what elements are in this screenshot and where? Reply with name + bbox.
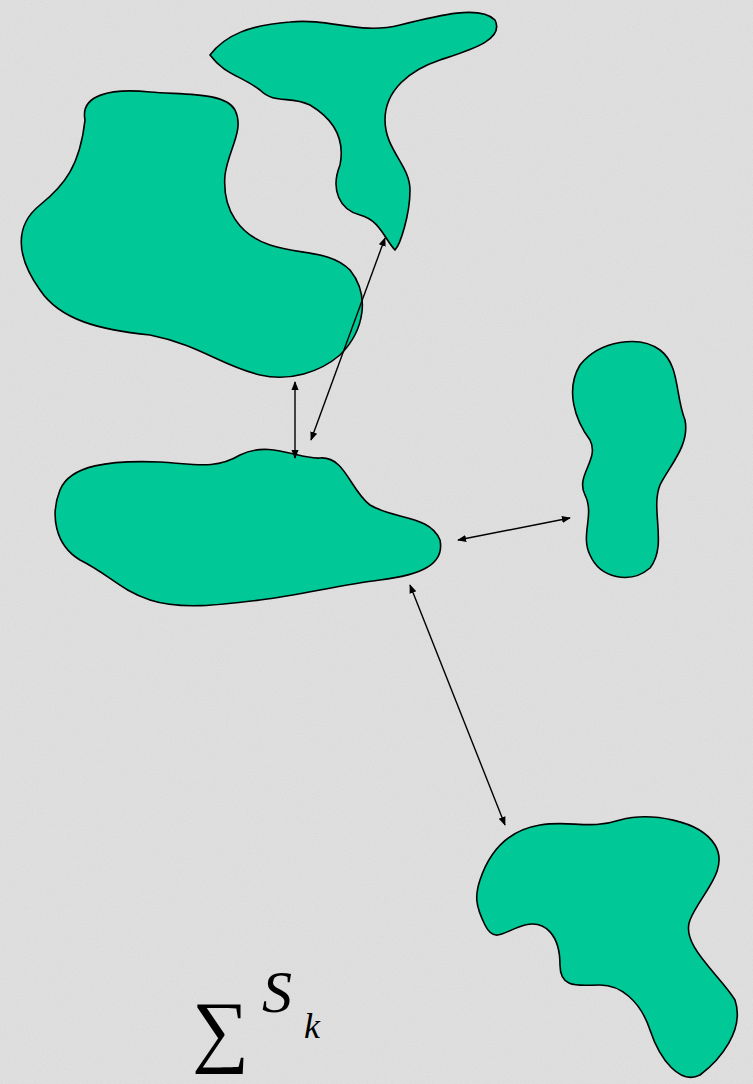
formula-variable: S xyxy=(262,962,292,1022)
double-arrow xyxy=(294,382,295,458)
formula-subscript: k xyxy=(304,1008,320,1044)
blob-shape xyxy=(21,91,362,377)
sum-symbol: ∑ xyxy=(192,990,249,1070)
blob-shape xyxy=(210,12,497,250)
blob-shape xyxy=(55,449,440,605)
double-arrow xyxy=(458,518,570,540)
blob-shape xyxy=(573,342,686,578)
blob-shape xyxy=(477,817,738,1077)
double-arrow xyxy=(410,585,505,825)
double-arrow xyxy=(311,238,385,440)
